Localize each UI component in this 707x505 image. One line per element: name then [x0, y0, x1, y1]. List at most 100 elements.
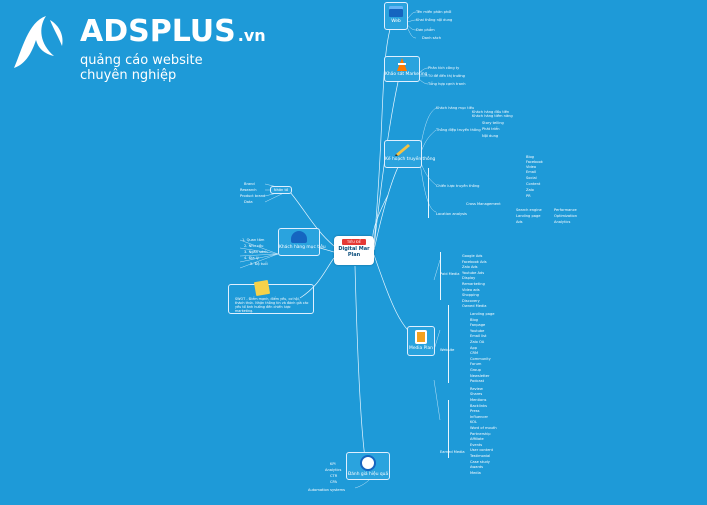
media-item: KOL	[470, 420, 477, 425]
media-item: Review	[470, 386, 483, 391]
plan-item: Optimization	[554, 214, 577, 218]
media-item: Group	[470, 368, 481, 372]
media-item: Blog	[470, 317, 478, 322]
media-item: Forum	[470, 362, 482, 367]
media-item: Facebook Ads	[462, 259, 487, 264]
plan-item: Location analysis	[436, 212, 467, 216]
media-item: Testimonial	[470, 454, 491, 458]
targets-label: Nhân tố	[273, 188, 289, 192]
media-item: Press	[470, 409, 480, 414]
plan-item: Email	[526, 170, 536, 174]
cone-icon	[397, 58, 407, 71]
media-item: Media	[470, 470, 481, 475]
plan-item: Facebook	[526, 160, 543, 164]
media-item: Influencer	[470, 414, 489, 419]
center-node[interactable]: TIÊU ĐỀ Digital Mar Plan	[334, 236, 374, 265]
market-node[interactable]: Khảo sát Marketing	[384, 56, 427, 82]
media-item: Shopping	[462, 293, 479, 298]
audience-item: 3. Ngân sách	[244, 250, 268, 254]
targets-item: Product brand	[240, 194, 266, 198]
plan-item: Content	[526, 182, 541, 186]
logo-tagline: quảng cáo website chuyên nghiệp	[80, 53, 203, 83]
media-item: Website	[440, 348, 455, 352]
plan-node[interactable]: Kế hoạch truyền thông	[384, 140, 436, 168]
swot-note-text: SWOT - Điểm mạnh, điểm yếu, cơ hội, thác…	[235, 297, 309, 313]
media-item: Case study	[470, 459, 490, 464]
plan-item: Cross Management	[466, 202, 501, 206]
media-item: Email list	[470, 334, 487, 339]
market-item: Phân tích công ty	[428, 66, 460, 70]
media-item: Earned Media	[440, 450, 465, 454]
media-item: Newsletter	[470, 373, 490, 378]
folder-icon	[389, 6, 403, 17]
sticky-note-icon	[253, 279, 271, 297]
media-item: Partnership	[470, 431, 491, 436]
plan-item: Social	[526, 176, 537, 180]
users-icon	[291, 231, 307, 243]
pencil-icon	[395, 144, 410, 156]
media-item: Events	[470, 442, 483, 447]
audience-label: Khách hàng mục tiêu	[279, 245, 326, 250]
plan-item: Ads	[516, 220, 523, 224]
plan-item: Blog	[526, 155, 534, 159]
clipboard-icon	[415, 330, 427, 344]
clock-icon	[360, 455, 376, 471]
web-node[interactable]: Web	[384, 2, 408, 30]
monitor-item: Analytics	[325, 468, 342, 472]
monitor-item: KPI	[330, 462, 336, 466]
monitor-node[interactable]: Đánh giá hiệu quả	[346, 452, 390, 480]
media-item: Discovery	[462, 298, 480, 303]
audience-item: 1. Quan tâm	[242, 238, 265, 242]
plan-item: Nội dung	[482, 134, 499, 138]
media-item: Google Ads	[462, 254, 483, 258]
plan-item: Thông điệp truyền thông	[436, 128, 481, 132]
media-item: User content	[470, 448, 494, 453]
monitor-item: Automation systems	[308, 488, 345, 492]
media-item: Affiliate	[470, 437, 484, 442]
plan-item: Zalo	[526, 188, 534, 192]
media-label: Media Plan	[409, 346, 433, 351]
plan-item: Chiến lược truyền thông	[436, 184, 480, 188]
media-item: Podcast	[470, 379, 484, 384]
audience-node[interactable]: Khách hàng mục tiêu	[278, 228, 326, 256]
targets-node[interactable]: Nhân tố	[270, 186, 292, 194]
media-item: Remarketing	[462, 282, 485, 286]
audience-item: 2. Nhu cầu	[244, 244, 264, 248]
web-item: Tên miền phân phối	[416, 10, 452, 14]
center-badge: TIÊU ĐỀ	[342, 239, 366, 245]
plan-item: Analytics	[554, 220, 571, 224]
media-item: Landing page	[470, 312, 495, 316]
media-item: Zalo Ads	[462, 265, 478, 270]
media-item: Shares	[470, 392, 483, 397]
plan-item: Landing page	[516, 214, 541, 218]
logo-wave-icon	[14, 16, 63, 68]
audience-item: 4. Địa lý	[244, 256, 259, 260]
monitor-item: CPA	[330, 480, 337, 484]
media-item: Backlinks	[470, 403, 487, 408]
market-item: Từ đề đến thị trường	[428, 74, 465, 78]
media-node[interactable]: Media Plan	[407, 326, 435, 356]
web-item: Khai thông nội dung	[416, 18, 453, 22]
plan-item: Video	[526, 165, 537, 169]
market-item: Tổng hợp cạnh tranh	[428, 82, 466, 86]
plan-item: Khách hàng đầu tiên	[472, 110, 510, 114]
brand-logo: ADSPLUS.vn quảng cáo website chuyên nghi…	[10, 8, 266, 83]
media-item: Video ads	[462, 287, 480, 292]
media-item: CRM	[470, 351, 479, 356]
media-item: Word of mouth	[470, 426, 497, 430]
media-item: Paid Media	[440, 272, 460, 276]
media-item: Community	[470, 356, 491, 361]
plan-item: PR	[526, 194, 531, 198]
media-item: Youtube	[470, 328, 485, 333]
targets-item: Research	[240, 188, 257, 192]
media-item: Awards	[470, 465, 484, 470]
web-label: Web	[391, 19, 401, 24]
plan-item: Khách hàng tiềm năng	[472, 114, 513, 118]
swot-note[interactable]: SWOT - Điểm mạnh, điểm yếu, cơ hội, thác…	[228, 279, 314, 314]
media-item: Display	[462, 276, 476, 281]
media-item: Fanpage	[470, 323, 486, 328]
targets-item: Data	[244, 200, 253, 204]
plan-item: Story telling	[482, 121, 504, 125]
plan-label: Kế hoạch truyền thông	[385, 157, 436, 162]
media-item: Owned Media	[462, 304, 487, 309]
